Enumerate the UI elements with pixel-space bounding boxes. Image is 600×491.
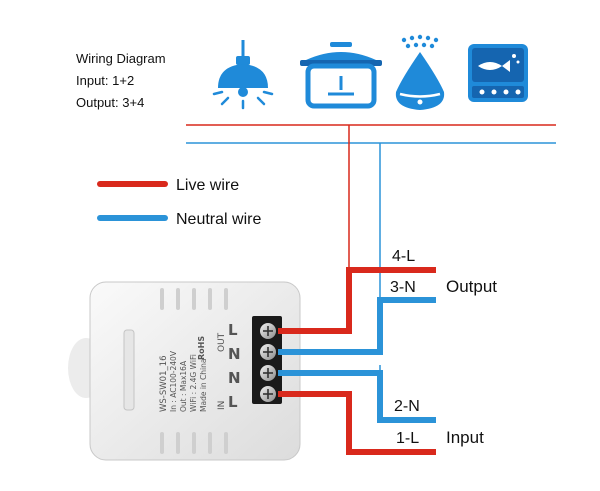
humidifier-icon bbox=[395, 34, 445, 110]
device-model: WS-SW01_16 bbox=[159, 355, 169, 412]
diagram-title: Wiring Diagram bbox=[76, 51, 166, 66]
input-neutral-wire bbox=[278, 370, 436, 423]
terminal-block bbox=[252, 316, 282, 404]
live-legend-label: Live wire bbox=[176, 177, 239, 194]
terminal-4-label: 4-L bbox=[392, 248, 415, 265]
out-label: OUT bbox=[217, 332, 227, 352]
output-label: Output bbox=[446, 277, 497, 296]
neutral-legend-label: Neutral wire bbox=[176, 211, 261, 228]
smart-switch-module: WS-SW01_16 In : AC100-240V Out : Max16A … bbox=[68, 281, 301, 461]
device-spec-in: In : AC100-240V bbox=[169, 350, 178, 412]
in-label: IN bbox=[217, 401, 227, 410]
input-live-wire bbox=[278, 391, 436, 455]
device-made-in: Made in China bbox=[199, 359, 208, 412]
terminal-3-label: 3-N bbox=[390, 279, 416, 296]
input-label: Input bbox=[446, 428, 484, 447]
aquarium-icon bbox=[468, 44, 528, 102]
terminal-letter-1: L bbox=[228, 393, 238, 411]
output-neutral-wire bbox=[278, 297, 436, 355]
terminal-2-label: 2-N bbox=[394, 398, 420, 415]
terminal-letter-3: N bbox=[228, 345, 241, 363]
device-marks: RoHS bbox=[197, 336, 206, 360]
pendant-lamp-icon bbox=[212, 40, 274, 110]
terminal-screws bbox=[260, 323, 276, 402]
output-live-wire bbox=[278, 267, 436, 334]
device-spec-out: Out : Max16A bbox=[179, 360, 188, 412]
terminal-1-line bbox=[348, 395, 436, 453]
rice-cooker-icon bbox=[300, 42, 382, 109]
output-note: Output: 3+4 bbox=[76, 95, 144, 110]
device-button bbox=[123, 329, 135, 411]
terminal-letter-4: L bbox=[228, 321, 238, 339]
device-spec-wifi: WiFi : 2.4G WiFi bbox=[189, 354, 198, 412]
input-note: Input: 1+2 bbox=[76, 73, 134, 88]
terminal-letter-2: N bbox=[228, 369, 241, 387]
terminal-1-label: 1-L bbox=[396, 430, 419, 447]
